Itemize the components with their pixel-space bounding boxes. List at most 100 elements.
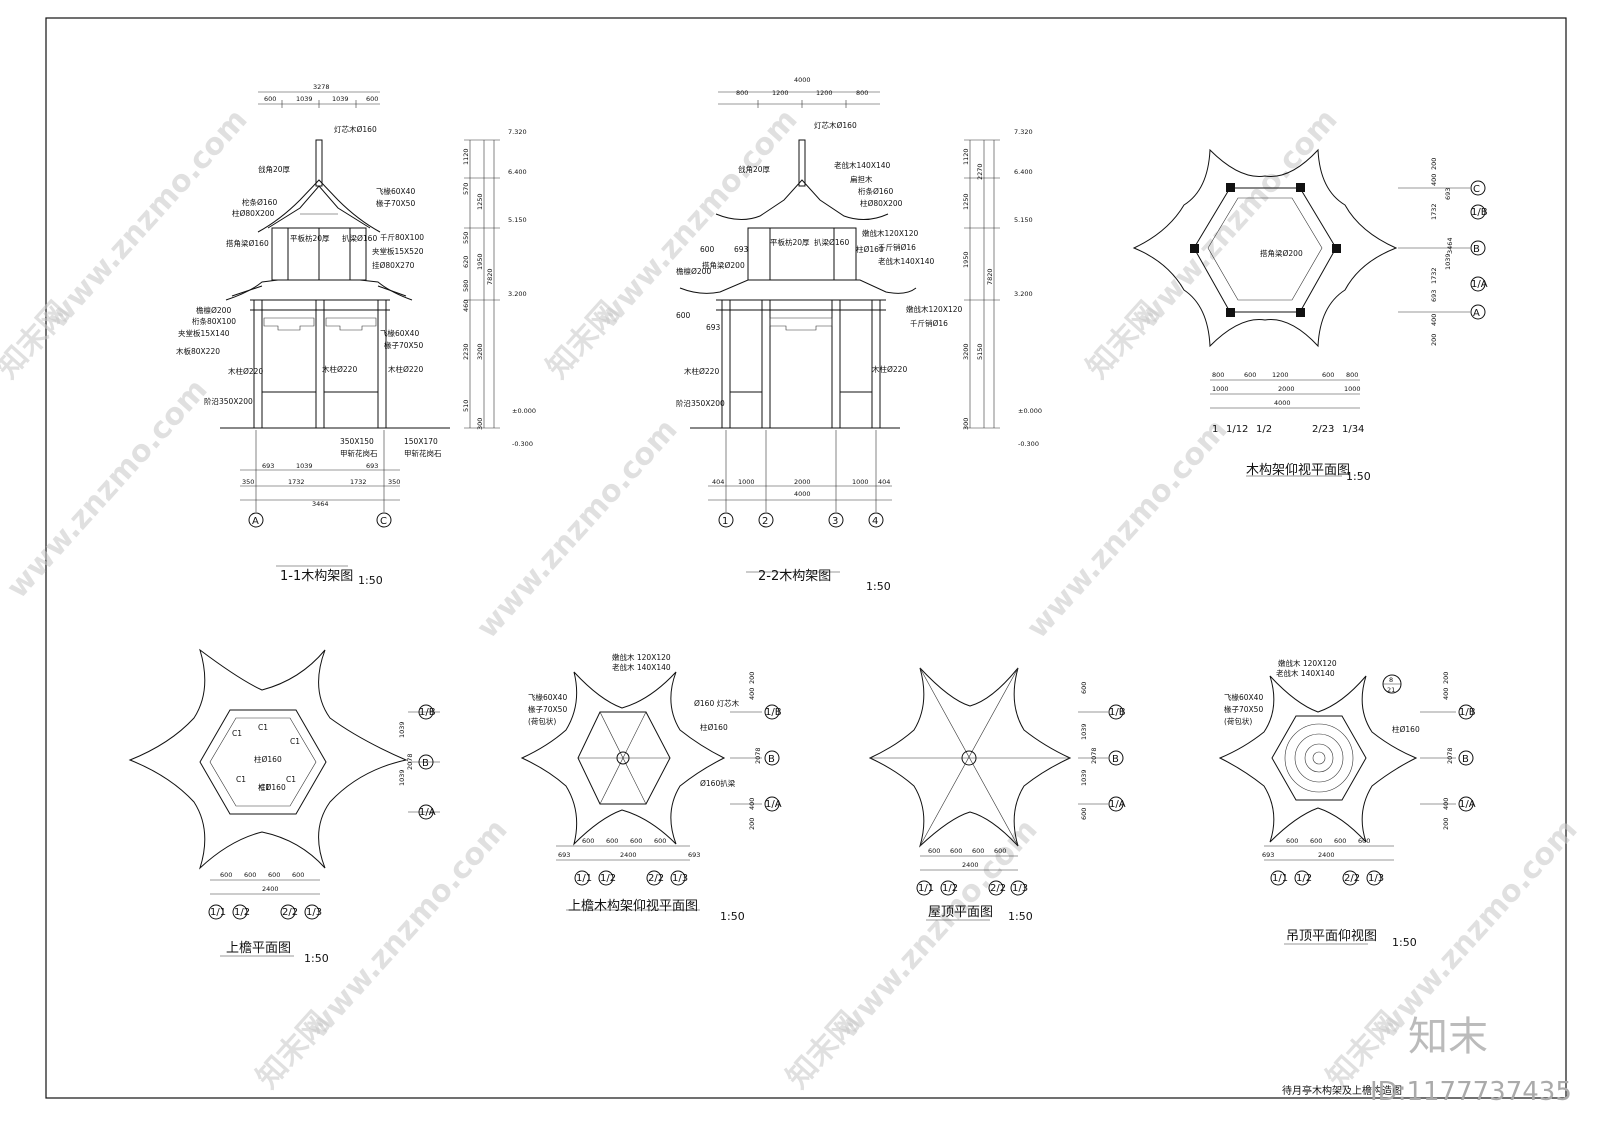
dimension-text: 400 — [1442, 798, 1450, 810]
dimension-text: 2230 — [462, 343, 470, 360]
dimension-text: 460 — [462, 300, 470, 312]
dimension-text: 200 — [1430, 158, 1438, 170]
level-text: -0.300 — [512, 440, 533, 448]
component-label: 嫩戗木 120X120 — [1278, 658, 1337, 668]
grid-axis-label: 1/3 — [1342, 424, 1358, 435]
dimension-text: 2270 — [976, 163, 984, 180]
dimension-text: 400 — [748, 688, 756, 700]
grid-axis-label: 3 — [832, 516, 838, 527]
dimension-text: 1950 — [476, 253, 484, 270]
dimension-text: 600 — [268, 871, 280, 879]
grid-axis-label: 4 — [872, 516, 878, 527]
watermark-text: www.znzmo.com — [1020, 412, 1235, 645]
frame-plan-drawing — [1132, 148, 1486, 477]
grid-axis-label: A — [252, 516, 259, 527]
grid-axis-label: B — [1112, 754, 1119, 765]
watermark-text: www.znzmo.com — [0, 372, 215, 605]
component-label: 平板枋20厚 — [290, 233, 330, 243]
drawing-title: 上檐平面图 — [226, 941, 291, 956]
component-label: 木柱Ø220 — [322, 364, 357, 374]
dimension-text: 350 — [388, 478, 400, 486]
dimension-text: 600 — [292, 871, 304, 879]
dimension-text: 1120 — [462, 148, 470, 165]
dimension-text: 4000 — [1274, 399, 1291, 407]
component-label: 600 — [676, 311, 691, 320]
component-label: C1 — [260, 783, 270, 792]
dimension-text: 5150 — [976, 343, 984, 360]
component-label: 椽子70X50 — [1224, 704, 1263, 714]
component-label: 柱Ø160 — [1392, 724, 1420, 734]
dimension-text: 800 — [856, 89, 868, 97]
detail-callout-text: 21 — [1387, 686, 1395, 694]
grid-axis-label: 2/2 — [282, 907, 298, 918]
component-label: 扒梁Ø160 — [342, 233, 377, 243]
dimension-text: 2000 — [1278, 385, 1295, 393]
dimension-text: 1200 — [816, 89, 833, 97]
grid-axis-label: 1/2 — [600, 873, 616, 884]
level-text: 5.150 — [508, 216, 527, 224]
grid-axis-label: 1/2 — [1296, 873, 1312, 884]
grid-axis-label: 1/B — [1471, 207, 1488, 218]
watermark-text: www.znzmo.com — [470, 412, 685, 645]
component-label: 甲斩花岗石 — [404, 448, 442, 458]
grid-axis-label: B — [768, 754, 775, 765]
grid-axis-label: 1/3 — [306, 907, 322, 918]
dimension-text: 570 — [462, 183, 470, 195]
grid-axis-label: B — [1473, 244, 1480, 255]
dimension-text: 200 — [1442, 818, 1450, 830]
dimension-text: 600 — [928, 847, 940, 855]
grid-axis-label: 1/A — [1471, 279, 1488, 290]
dimension-text: 1732 — [1430, 203, 1438, 220]
component-label: C1 — [286, 775, 296, 784]
dimension-text: 1732 — [288, 478, 305, 486]
component-label: Ø160扒梁 — [700, 778, 736, 788]
sheet-title: 待月亭木构架及上檐构造图 — [1282, 1084, 1402, 1097]
dimension-text: 693 — [688, 851, 700, 859]
component-label: 桁条80X100 — [192, 316, 236, 326]
dimension-text: 2000 — [794, 478, 811, 486]
grid-axis-label: 1/2 — [1256, 424, 1272, 435]
dimension-text: 1250 — [962, 193, 970, 210]
grid-axis-label: 1 — [722, 516, 728, 527]
grid-axis-label: 2 — [1242, 424, 1248, 435]
component-label: 千斤80X100 — [380, 232, 424, 242]
dimension-text: 2400 — [1318, 851, 1335, 859]
dimension-text: 1000 — [852, 478, 869, 486]
dimension-text: 600 — [972, 847, 984, 855]
dimension-text: 2078 — [1446, 747, 1454, 764]
component-label: 挂Ø80X270 — [372, 260, 415, 270]
drawing-title: 屋顶平面图 — [928, 905, 993, 920]
grid-axis-label: 1/3 — [1368, 873, 1384, 884]
dimension-text: 3464 — [1446, 237, 1454, 254]
component-label: 693 — [734, 245, 749, 254]
dimension-text: 3278 — [313, 83, 330, 91]
level-text: ±0.000 — [512, 407, 536, 415]
grid-axis-label: 3 — [1328, 424, 1334, 435]
dimension-text: 510 — [462, 400, 470, 412]
component-label: 阶沿350X200 — [204, 396, 253, 406]
component-label: 350X150 — [340, 437, 374, 446]
level-text: 5.150 — [1014, 216, 1033, 224]
component-label: 693 — [706, 323, 721, 332]
dimension-text: 1000 — [1212, 385, 1229, 393]
dimension-text: 2400 — [962, 861, 979, 869]
component-label: 600 — [700, 245, 715, 254]
detail-callout-text: 8 — [1389, 676, 1393, 684]
watermark-id: ID:1177737435 — [1370, 1077, 1572, 1107]
dimension-text: 400 — [1442, 688, 1450, 700]
component-label: 灯芯木Ø160 — [814, 120, 857, 130]
component-label: 嫩戗木120X120 — [906, 304, 962, 314]
component-label: 阶沿350X200 — [676, 398, 725, 408]
component-label: 飞椽60X40 — [1224, 692, 1263, 702]
drawing-scale: 1:50 — [1346, 470, 1371, 483]
dimension-text: 200 — [1430, 334, 1438, 346]
drawing-title: 2-2木构架图 — [758, 569, 831, 584]
dimension-text: 3464 — [312, 500, 329, 508]
dimension-text: 693 — [1262, 851, 1274, 859]
dimension-text: 600 — [582, 837, 594, 845]
dimension-text: 3200 — [962, 343, 970, 360]
grid-axis-label: 2 — [762, 516, 768, 527]
dimension-text: 200 — [748, 818, 756, 830]
